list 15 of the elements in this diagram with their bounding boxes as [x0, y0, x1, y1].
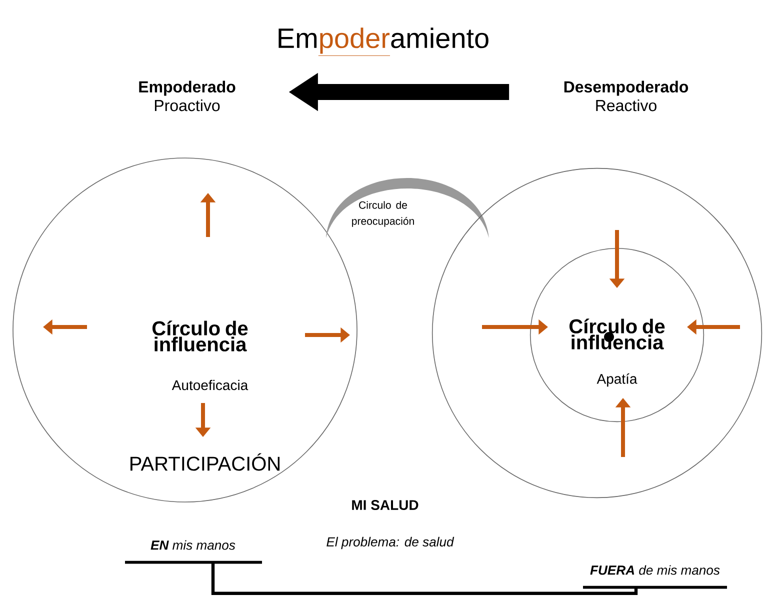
text-label: El problema: de salud	[326, 536, 454, 550]
underlined-text: EN mis manos	[125, 540, 262, 564]
circle	[432, 168, 762, 498]
bracket-connector	[211, 562, 638, 595]
text-label: Desempoderado Reactivo	[564, 80, 688, 112]
circle-text: Apatía	[596, 373, 638, 387]
circle-title: Círculo de influencia	[152, 320, 248, 352]
circle-title: Círculo de influencia	[569, 318, 665, 350]
title: Empoderamiento	[278, 28, 488, 56]
text-label: MI SALUD	[352, 500, 418, 510]
circle-text: PARTICIPACIÓN	[130, 453, 280, 471]
underlined-text: FUERA de mis manos	[583, 565, 727, 589]
text-label: Empoderado Proactivo	[139, 80, 236, 112]
crescent: Circulo de preocupación	[326, 178, 489, 238]
circle-text: Autoeficacia	[172, 380, 248, 390]
